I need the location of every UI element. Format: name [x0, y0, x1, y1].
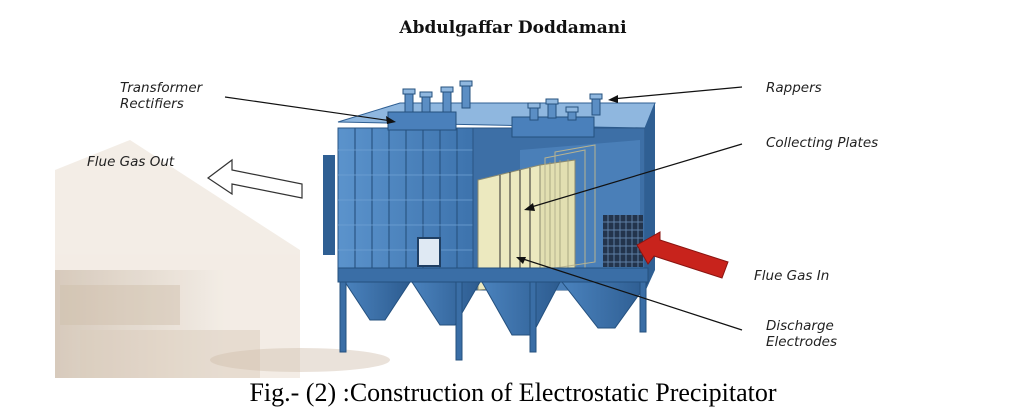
flue-gas-out-arrow	[206, 158, 303, 199]
hoppers	[344, 281, 649, 336]
precipitator-roof	[337, 102, 656, 129]
rapper-insulators	[402, 80, 603, 121]
inlet-grid	[603, 215, 643, 267]
label-discharge-line1: Discharge	[766, 318, 834, 334]
label-flue-gas-in: Flue Gas In	[754, 268, 829, 284]
background-plant-photo	[55, 140, 390, 378]
inspection-hatch	[417, 237, 441, 267]
base-frame	[337, 267, 649, 283]
label-transformer-line1: Transformer	[120, 80, 204, 96]
end-wall	[645, 103, 655, 292]
label-rappers: Rappers	[766, 80, 822, 96]
side-flange	[323, 155, 335, 255]
label-transformer-line2: Rectifiers	[120, 96, 184, 112]
label-discharge-line2: Electrodes	[766, 334, 837, 350]
flue-gas-in-arrow	[636, 231, 729, 279]
leader-lines	[224, 86, 743, 331]
support-legs	[339, 281, 647, 361]
author-name: Abdulgaffar Doddamani	[399, 18, 627, 38]
label-flue-gas-out: Flue Gas Out	[87, 154, 175, 170]
figure-caption: Fig.- (2) :Construction of Electrostatic…	[249, 378, 777, 407]
label-collecting-plates: Collecting Plates	[766, 135, 878, 151]
